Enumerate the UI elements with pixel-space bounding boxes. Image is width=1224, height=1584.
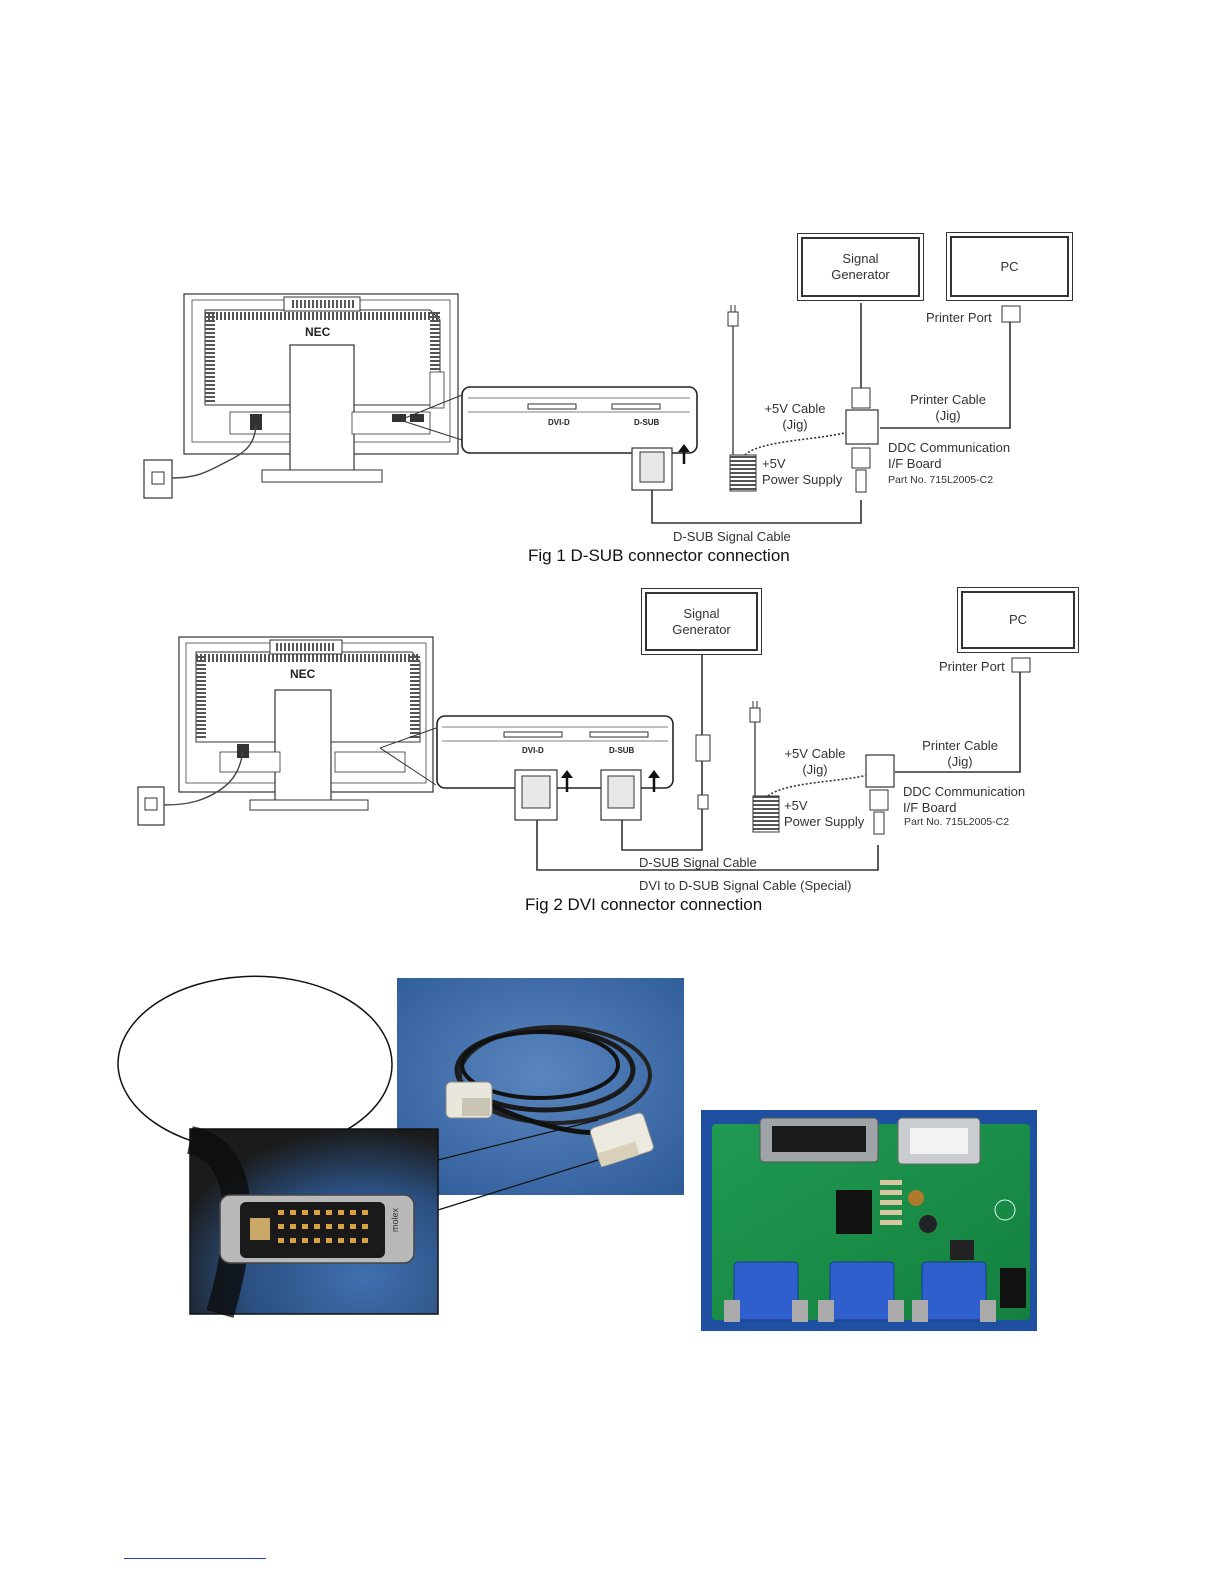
fig1-monitor-back bbox=[183, 293, 459, 483]
fig2-monitor-back bbox=[178, 636, 434, 811]
fig1-5v-cable-label: +5V Cable (Jig) bbox=[764, 401, 826, 432]
fig1-caption: Fig 1 D-SUB connector connection bbox=[528, 546, 790, 565]
fig1-logo: NEC bbox=[305, 325, 331, 339]
fig2-dvi-cable-label: DVI to D-SUB Signal Cable (Special) bbox=[639, 878, 852, 893]
fig1-port-dsub-label: D-SUB bbox=[634, 418, 660, 427]
fig2-inline-connector bbox=[695, 734, 711, 810]
fig1-wall-outlet bbox=[143, 424, 257, 499]
fig1-part-no-label: Part No. 715L2005-C2 bbox=[888, 474, 994, 486]
fig2-wall-outlet bbox=[137, 751, 244, 826]
footnote-separator bbox=[124, 1558, 266, 1559]
fig2-signal-generator-box: Signal Generator bbox=[641, 588, 762, 655]
dvi-connector-closeup-photo: molex bbox=[186, 1126, 439, 1318]
fig2-dsub-plug bbox=[600, 769, 660, 821]
fig2-pc-label: PC bbox=[961, 591, 1075, 649]
fig2-pc-box: PC bbox=[957, 587, 1079, 653]
fig1-pc-box: PC bbox=[946, 232, 1073, 301]
fig2-dsub-cable-label: D-SUB Signal Cable bbox=[639, 855, 757, 870]
fig2-5v-cable-label: +5V Cable (Jig) bbox=[784, 746, 846, 777]
fig1-power-plug bbox=[727, 305, 757, 492]
fig2-printer-cable-label: Printer Cable (Jig) bbox=[922, 738, 998, 769]
dvi-cable-photo bbox=[397, 978, 684, 1195]
callout-bubble bbox=[117, 975, 393, 1218]
fig2-power-supply-label: +5V Power Supply bbox=[784, 798, 865, 829]
fig1-printer-port-label: Printer Port bbox=[926, 310, 992, 325]
fig1-power-supply-label: +5V Power Supply bbox=[762, 456, 843, 487]
fig1-signal-generator-box: Signal Generator bbox=[797, 233, 924, 301]
fig2-signal-generator-label: Signal Generator bbox=[645, 592, 758, 651]
fig2-power-plug bbox=[749, 701, 780, 833]
fig1-port-panel bbox=[461, 386, 698, 454]
fig1-pc-label: PC bbox=[950, 236, 1069, 297]
fig2-printer-port-label: Printer Port bbox=[939, 659, 1005, 674]
ddc-board-photo bbox=[701, 1110, 1037, 1331]
fig1-printer-cable-label: Printer Cable (Jig) bbox=[910, 392, 986, 423]
fig1-dsub-cable-label: D-SUB Signal Cable bbox=[673, 529, 791, 544]
fig1-signal-generator-label: Signal Generator bbox=[801, 237, 920, 297]
fig2-ddc-board-label: DDC Communication I/F Board bbox=[903, 784, 1026, 815]
fig2-caption: Fig 2 DVI connector connection bbox=[525, 895, 763, 914]
fig1-ddc-board-label: DDC Communication I/F Board bbox=[888, 440, 1011, 471]
fig2-ddc-board bbox=[865, 657, 1031, 835]
fig2-logo: NEC bbox=[290, 667, 316, 681]
fig2-dvi-plug bbox=[514, 769, 573, 821]
fig2-port-dvi-label: DVI-D bbox=[522, 746, 544, 755]
fig2-port-dsub-label: D-SUB bbox=[609, 746, 635, 755]
fig2-part-no-label: Part No. 715L2005-C2 bbox=[904, 816, 1010, 828]
fig1-dsub-plug bbox=[631, 444, 690, 491]
fig1-ddc-board bbox=[845, 305, 1021, 493]
fig1-port-dvi-label: DVI-D bbox=[548, 418, 570, 427]
molex-brand-text: molex bbox=[390, 1207, 400, 1232]
